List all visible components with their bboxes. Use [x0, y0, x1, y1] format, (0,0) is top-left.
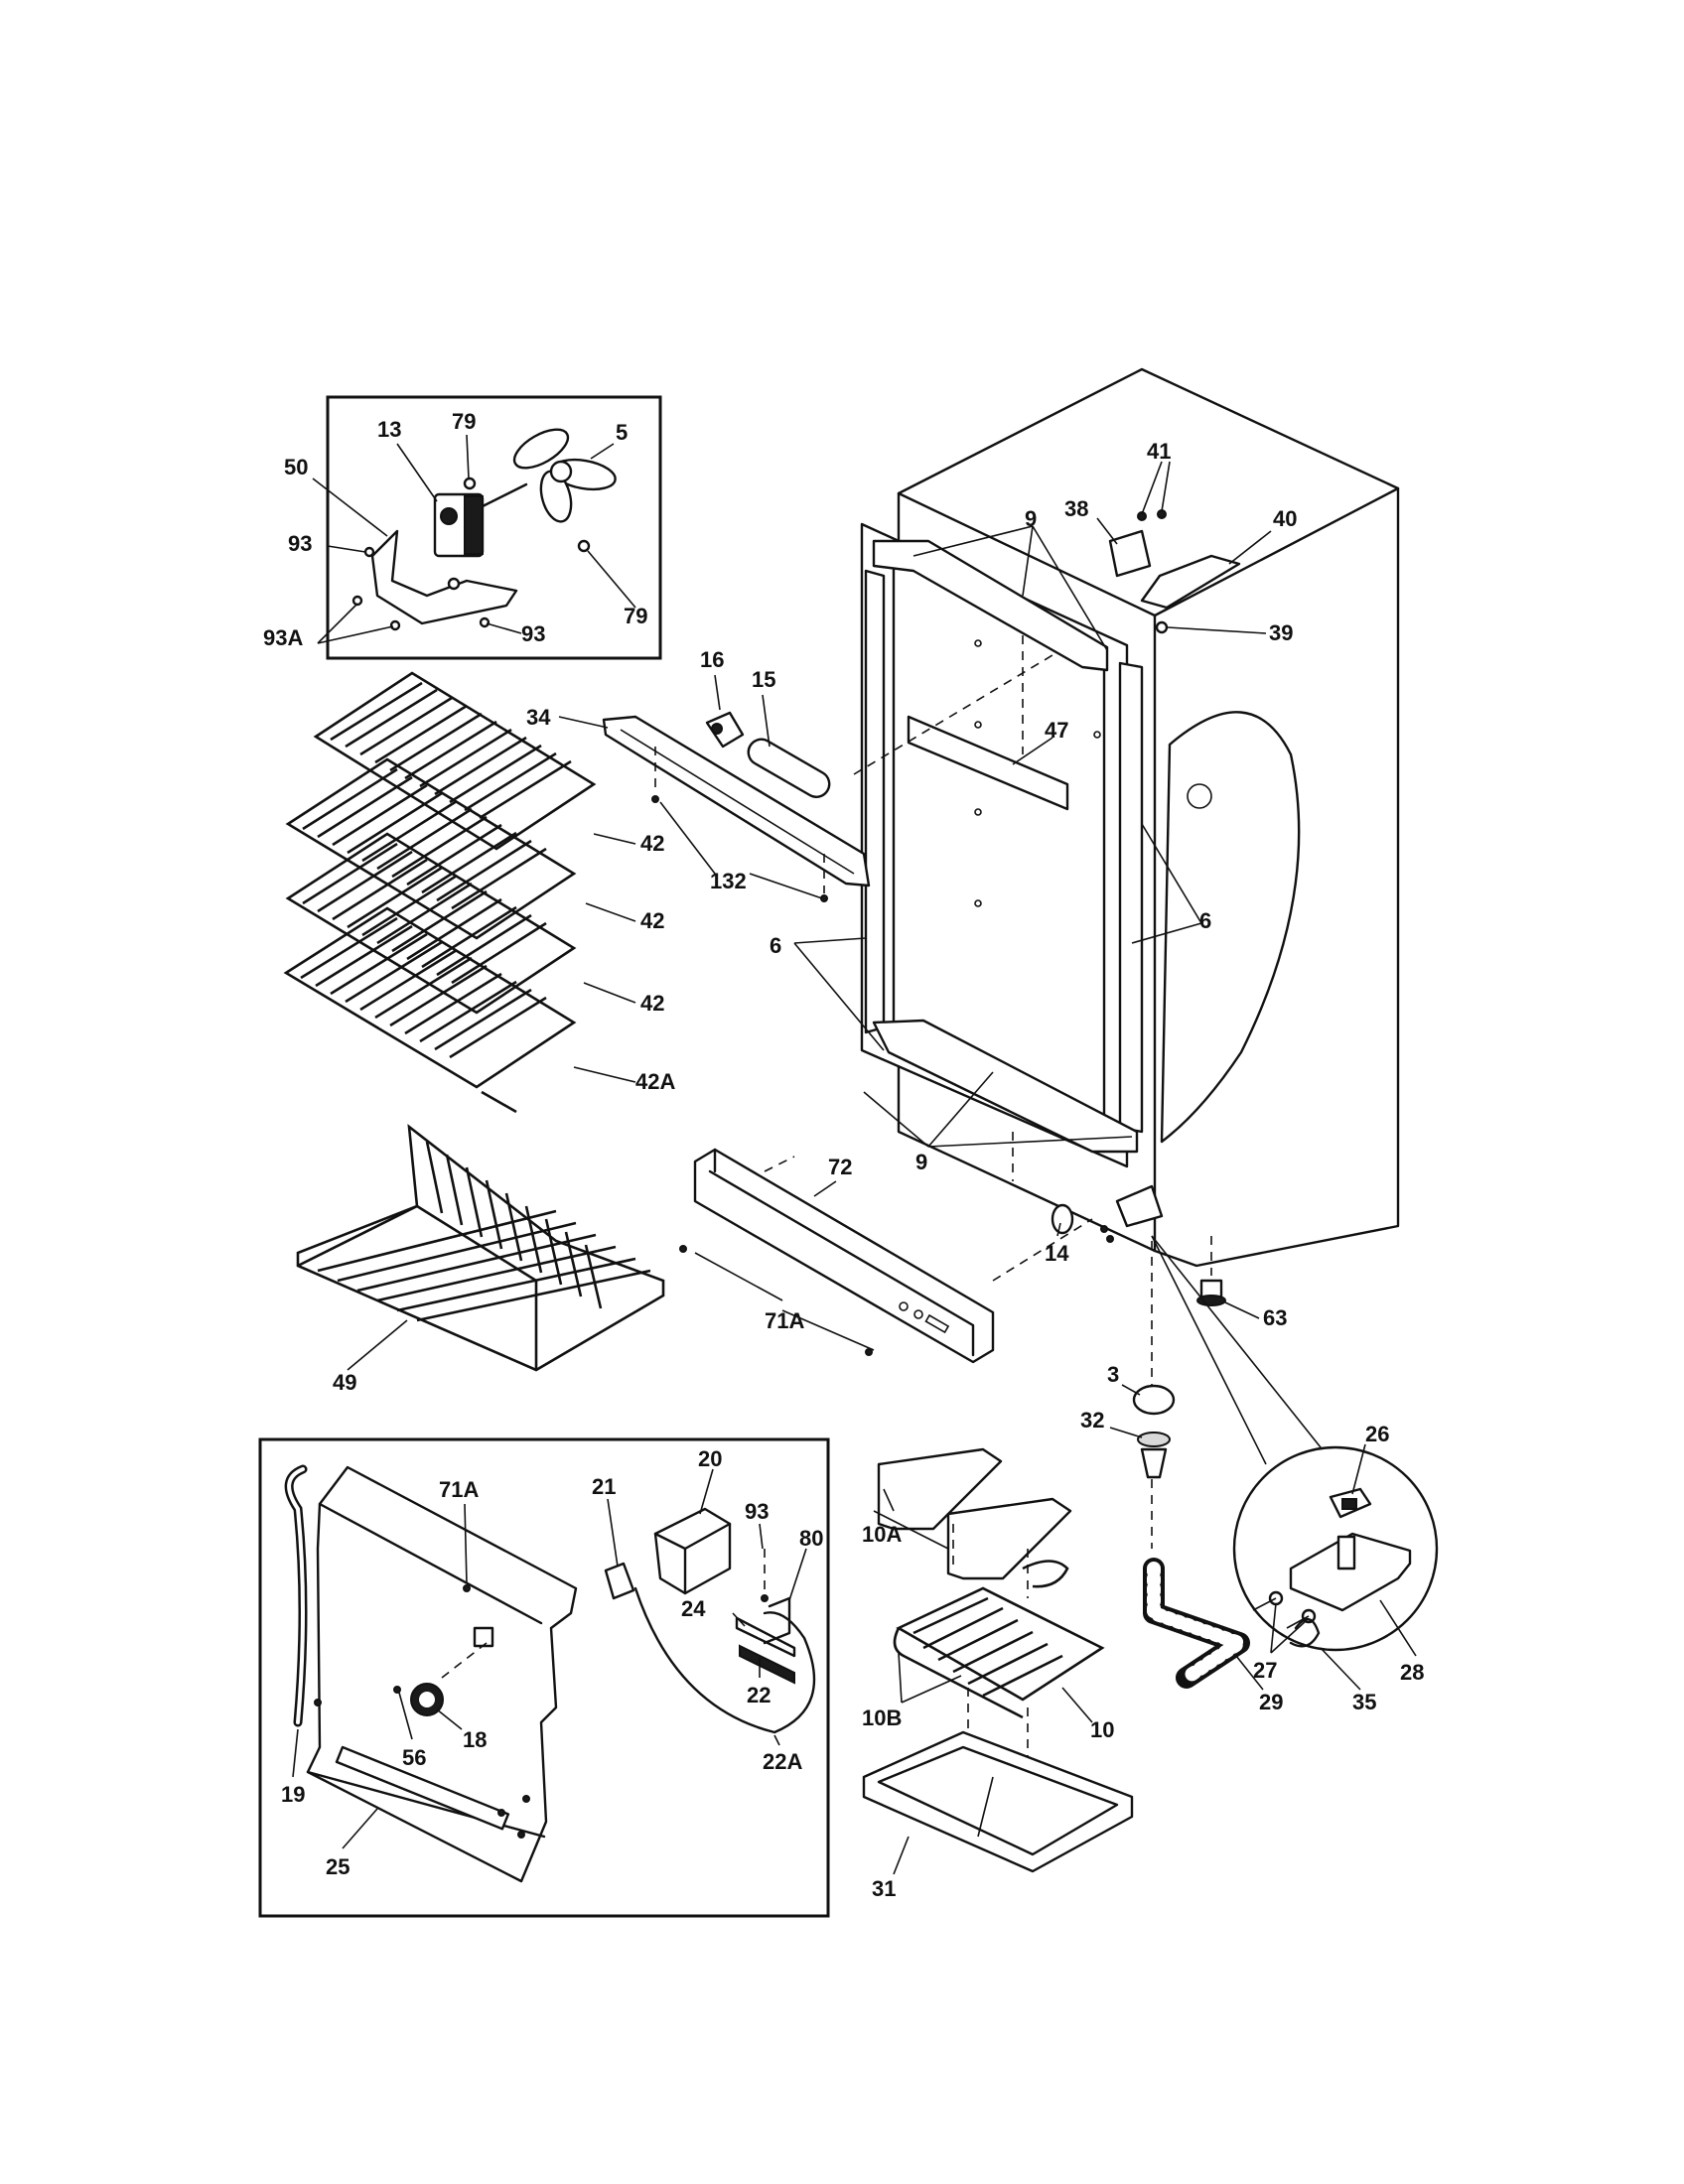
label-49: 49 — [333, 1370, 356, 1395]
label-22: 22 — [747, 1683, 771, 1707]
label-15: 15 — [752, 667, 775, 692]
hinge-detail: 26 27 28 — [1151, 1235, 1439, 1685]
label-72: 72 — [828, 1155, 852, 1179]
fan-motor-inset: 13 79 5 50 93 79 93A 93 — [263, 395, 662, 660]
label-9-bottom: 9 — [915, 1150, 927, 1174]
label-63: 63 — [1263, 1305, 1287, 1330]
wire-shelves: 42 42 42 42A — [283, 671, 675, 1114]
label-10A: 10A — [862, 1522, 902, 1547]
label-24: 24 — [681, 1596, 706, 1621]
label-5: 5 — [616, 420, 628, 445]
heater-assembly: 10A 10B 10 31 — [862, 1447, 1134, 1901]
label-41: 41 — [1147, 439, 1171, 464]
freezer-cabinet: 9 41 38 40 39 47 6 6 9 14 63 — [770, 367, 1400, 1330]
heater-bracket-right — [946, 1497, 1072, 1580]
breaker-strip-top — [872, 539, 1109, 672]
label-80: 80 — [799, 1526, 823, 1551]
thermostat-housing — [653, 1507, 732, 1595]
label-32: 32 — [1080, 1408, 1104, 1433]
label-38: 38 — [1064, 496, 1088, 521]
label-16: 16 — [700, 647, 724, 672]
label-10B: 10B — [862, 1706, 902, 1730]
defrost-heater — [893, 1560, 1105, 1719]
limiter-bracket — [763, 1596, 791, 1645]
label-26: 26 — [1365, 1422, 1389, 1446]
label-35: 35 — [1352, 1690, 1376, 1714]
light-assembly: 34 16 15 132 — [526, 647, 1053, 902]
label-42-3: 42 — [640, 991, 664, 1016]
label-13: 13 — [377, 417, 401, 442]
drain-pan — [862, 1730, 1134, 1873]
label-28: 28 — [1400, 1660, 1424, 1685]
label-39: 39 — [1269, 620, 1293, 645]
label-47: 47 — [1045, 718, 1068, 743]
label-29: 29 — [1259, 1690, 1283, 1714]
shelf-2 — [285, 757, 577, 940]
defrost-thermostat — [604, 1562, 635, 1600]
breaker-strip-bottom — [872, 1019, 1139, 1154]
label-50: 50 — [284, 455, 308, 479]
label-42A: 42A — [635, 1069, 675, 1094]
drain-plug — [1132, 1384, 1176, 1416]
label-31: 31 — [872, 1876, 896, 1901]
label-27: 27 — [1253, 1658, 1277, 1683]
label-9-top: 9 — [1025, 506, 1037, 531]
hinge-cover — [1140, 554, 1241, 610]
bottom-hinge — [1115, 1184, 1164, 1228]
shelf-1 — [313, 671, 597, 851]
thermostat-harness — [633, 1586, 816, 1734]
light-bulb — [747, 738, 831, 798]
breaker-strip-left — [864, 569, 886, 1034]
wire-basket: 49 — [296, 1124, 665, 1395]
label-79-top: 79 — [452, 409, 476, 434]
heater-bracket-left — [877, 1447, 1003, 1531]
shelf-3 — [285, 832, 577, 1015]
label-93-inset: 93 — [745, 1499, 769, 1524]
fan-blade — [512, 428, 617, 523]
label-71A-grille: 71A — [765, 1308, 804, 1333]
evaporator-cover-inset: 71A 21 20 93 80 24 22 22A 18 56 19 25 — [258, 1437, 830, 1918]
cabinet-back-bulge — [1160, 711, 1301, 1144]
label-42-2: 42 — [640, 908, 664, 933]
label-132: 132 — [710, 869, 747, 893]
label-34: 34 — [526, 705, 551, 730]
label-22A: 22A — [763, 1749, 802, 1774]
label-3: 3 — [1107, 1362, 1119, 1387]
drain-tube — [1140, 1447, 1168, 1479]
evaporator-cover-panel — [306, 1465, 578, 1883]
label-10: 10 — [1090, 1717, 1114, 1742]
label-93-bottom: 93 — [521, 621, 545, 646]
drain-parts: 3 32 29 35 — [1080, 1241, 1376, 1714]
label-19: 19 — [281, 1782, 305, 1807]
label-21: 21 — [592, 1474, 616, 1499]
top-hinge — [1108, 529, 1152, 578]
label-6-left: 6 — [770, 933, 781, 958]
label-42-1: 42 — [640, 831, 664, 856]
label-14: 14 — [1045, 1241, 1069, 1266]
label-6-right: 6 — [1199, 908, 1211, 933]
hinge-plate — [1289, 1532, 1412, 1612]
motor-bracket — [370, 529, 518, 625]
hose-clamp — [1289, 1618, 1321, 1648]
breaker-strip-right — [1118, 661, 1144, 1134]
label-79-bottom: 79 — [624, 604, 647, 628]
label-93A: 93A — [263, 625, 303, 650]
liner-rail — [907, 715, 1069, 811]
label-93-left: 93 — [288, 531, 312, 556]
label-20: 20 — [698, 1446, 722, 1471]
label-71A-panel: 71A — [439, 1477, 479, 1502]
label-25: 25 — [326, 1854, 350, 1879]
shelf-4 — [283, 906, 577, 1114]
label-40: 40 — [1273, 506, 1297, 531]
label-56: 56 — [402, 1745, 426, 1770]
toe-grille: 72 71A — [679, 1148, 1093, 1364]
light-socket — [705, 711, 745, 749]
label-18: 18 — [463, 1727, 487, 1752]
